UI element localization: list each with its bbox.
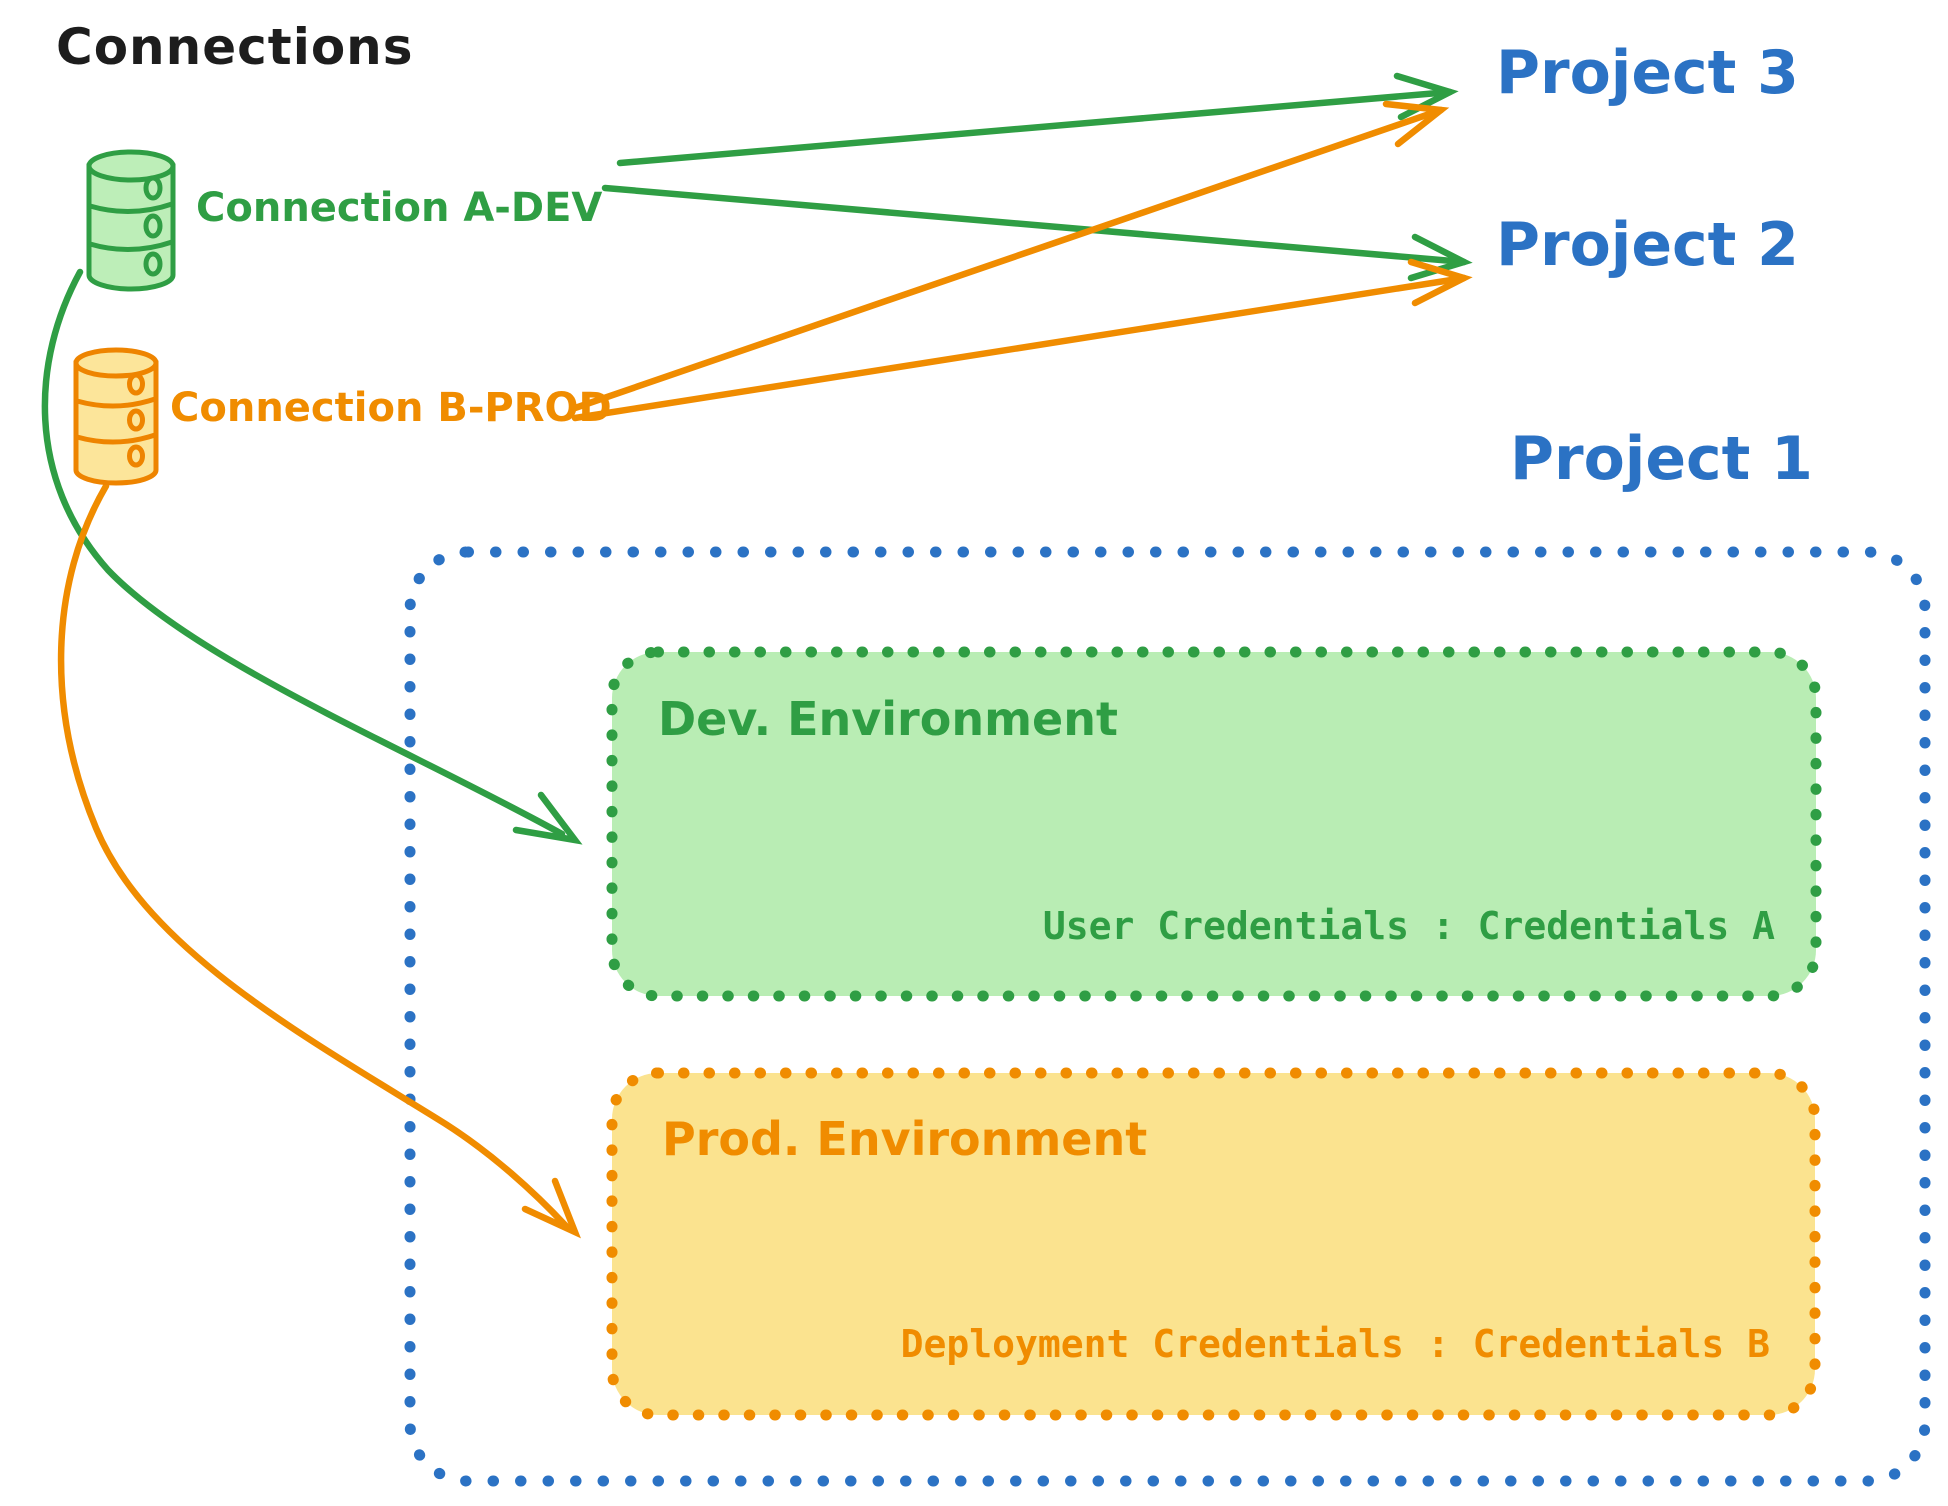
arrow-b-prod-to-prod-environment [57,482,581,1239]
arrow-a-dev-to-project2 [601,184,1473,282]
prod-environment-title: Prod. Environment [662,1112,1148,1166]
dev-environment-box [606,646,1822,1002]
arrow-b-prod-to-project2 [571,258,1473,422]
project2-label: Project 2 [1496,210,1799,280]
project1-container-box [404,546,1931,1487]
prod-environment-box [606,1067,1821,1421]
project3-label: Project 3 [1496,38,1799,108]
database-icon-a-dev [86,149,176,292]
arrow-a-dev-to-dev-environment [41,268,583,845]
connection-b-prod-label: Connection B-PROD [170,385,612,431]
connection-a-dev-label: Connection A-DEV [196,185,603,231]
dev-environment-title: Dev. Environment [658,692,1118,746]
project1-label: Project 1 [1510,424,1813,494]
diagram-title: Connections [56,18,414,76]
prod-environment-credentials: Deployment Credentials : Credentials B [900,1322,1770,1366]
dev-environment-credentials: User Credentials : Credentials A [1042,904,1775,948]
arrow-b-prod-to-project3 [571,100,1450,412]
database-icon-b-prod [73,347,159,486]
